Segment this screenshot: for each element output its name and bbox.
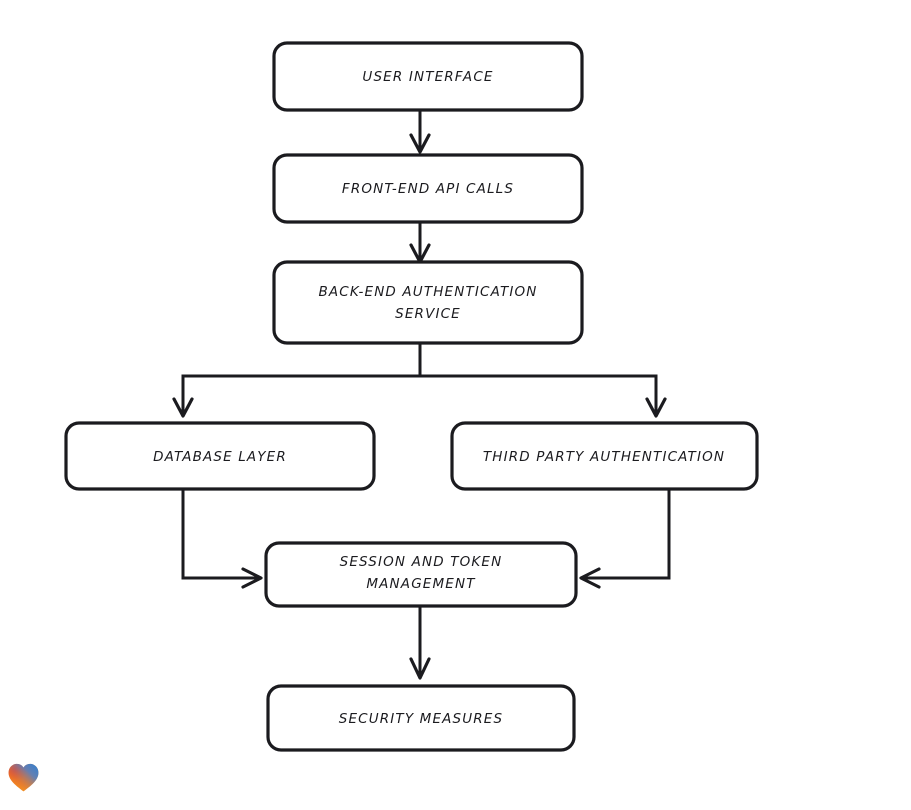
edge-user-interface-to-front-end-api-calls: [409, 110, 431, 154]
node-user-interface[interactable]: USER INTERFACE: [272, 41, 584, 112]
edge-back-end-auth-service-to-third-party-auth: [420, 374, 667, 418]
node-back-end-auth-service[interactable]: BACK-END AUTHENTICATION SERVICE: [272, 260, 584, 345]
node-third-party-auth-shape[interactable]: [450, 421, 759, 491]
node-security-measures-shape[interactable]: [266, 684, 576, 752]
node-front-end-api-calls[interactable]: FRONT-END API CALLS: [272, 153, 584, 224]
edge-database-layer-to-session-token-management: [181, 489, 263, 589]
node-user-interface-label: USER INTERFACE: [362, 69, 493, 85]
node-session-token-management[interactable]: SESSION AND TOKEN MANAGEMENT: [264, 541, 578, 608]
edge-session-token-management-to-security-measures: [409, 606, 431, 680]
node-database-layer-shape[interactable]: [64, 421, 376, 491]
node-front-end-api-calls-shape[interactable]: [272, 153, 584, 224]
node-security-measures-label: SECURITY MEASURES: [339, 711, 503, 727]
edge-third-party-auth-to-session-token-management: [579, 489, 671, 589]
node-user-interface-shape[interactable]: [272, 41, 584, 112]
node-back-end-auth-service-shape[interactable]: [272, 260, 584, 345]
edge-back-end-auth-service-to-database-layer: [172, 374, 420, 418]
node-session-token-management-label-line2: MANAGEMENT: [366, 576, 476, 592]
node-front-end-api-calls-label: FRONT-END API CALLS: [342, 181, 514, 197]
node-session-token-management-shape[interactable]: [264, 541, 578, 608]
node-third-party-auth[interactable]: THIRD PARTY AUTHENTICATION: [450, 421, 759, 491]
gradient-heart-logo[interactable]: [7, 761, 40, 794]
heart-overlay: [8, 763, 39, 792]
node-database-layer-label: DATABASE LAYER: [153, 449, 287, 465]
edge-front-end-api-calls-to-back-end-auth-service: [409, 222, 431, 264]
node-third-party-auth-label: THIRD PARTY AUTHENTICATION: [483, 449, 725, 465]
node-back-end-auth-service-label-line2: SERVICE: [395, 306, 461, 322]
node-back-end-auth-service-label-line1: BACK-END AUTHENTICATION: [318, 284, 537, 300]
node-security-measures[interactable]: SECURITY MEASURES: [266, 684, 576, 752]
node-session-token-management-label-line1: SESSION AND TOKEN: [340, 554, 503, 570]
node-database-layer[interactable]: DATABASE LAYER: [64, 421, 376, 491]
